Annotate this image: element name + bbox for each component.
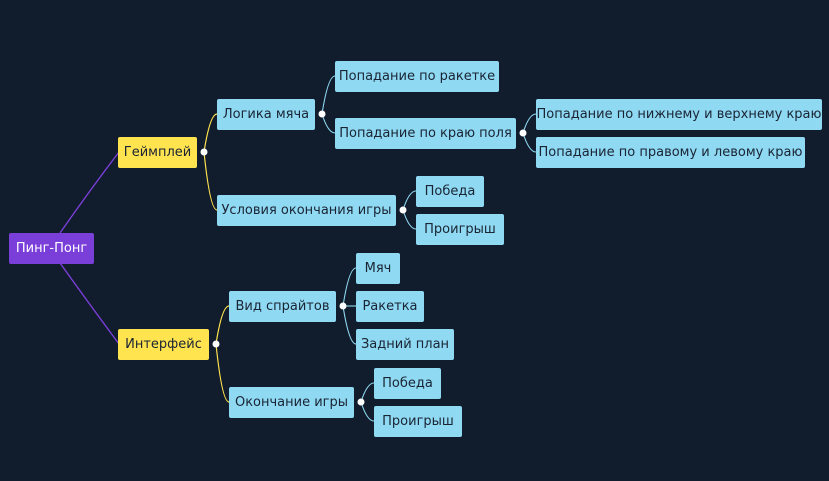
connector-dot bbox=[399, 206, 407, 214]
connector-dot bbox=[519, 129, 527, 137]
edge-gameplay-end-conditions bbox=[203, 151, 218, 211]
connector-dot bbox=[212, 340, 220, 348]
node-sprites[interactable]: Вид спрайтов bbox=[229, 291, 336, 322]
node-sprite-ball[interactable]: Мяч bbox=[356, 253, 400, 284]
connector-dot bbox=[339, 302, 347, 310]
edge-interface-sprites bbox=[215, 305, 230, 345]
node-end-win[interactable]: Победа bbox=[416, 176, 484, 207]
connector-dot bbox=[318, 110, 326, 118]
edge-gameplay-ball-logic bbox=[203, 113, 218, 153]
node-ball-logic[interactable]: Логика мяча bbox=[217, 99, 315, 130]
edge-sprites-ball bbox=[342, 267, 357, 307]
root-node[interactable]: Пинг-Понг bbox=[9, 233, 94, 264]
edge-ball-logic-paddle bbox=[321, 75, 336, 115]
edge-root-gameplay bbox=[59, 151, 120, 234]
connector-dot bbox=[200, 148, 208, 156]
node-end-conditions[interactable]: Условия окончания игры bbox=[217, 195, 396, 226]
node-gameover-win[interactable]: Победа bbox=[374, 368, 441, 399]
node-end-lose[interactable]: Проигрыш bbox=[416, 214, 504, 245]
edge-sprites-background bbox=[342, 305, 357, 345]
connector-dot bbox=[357, 398, 365, 406]
edge-root-interface bbox=[59, 262, 120, 345]
node-interface[interactable]: Интерфейс bbox=[118, 329, 209, 360]
edge-interface-game-over bbox=[215, 343, 230, 403]
node-paddle-hit[interactable]: Попадание по ракетке bbox=[335, 61, 499, 92]
node-sprite-background[interactable]: Задний план bbox=[356, 329, 454, 360]
node-edge-left-right[interactable]: Попадание по правому и левому краю bbox=[536, 137, 805, 168]
node-gameover-lose[interactable]: Проигрыш bbox=[374, 406, 462, 437]
node-edge-hit[interactable]: Попадание по краю поля bbox=[335, 118, 516, 149]
node-game-over[interactable]: Окончание игры bbox=[229, 387, 354, 418]
node-sprite-paddle[interactable]: Ракетка bbox=[356, 291, 424, 322]
node-edge-top-bottom[interactable]: Попадание по нижнему и верхнему краю bbox=[536, 99, 822, 130]
node-gameplay[interactable]: Геймплей bbox=[118, 137, 197, 168]
